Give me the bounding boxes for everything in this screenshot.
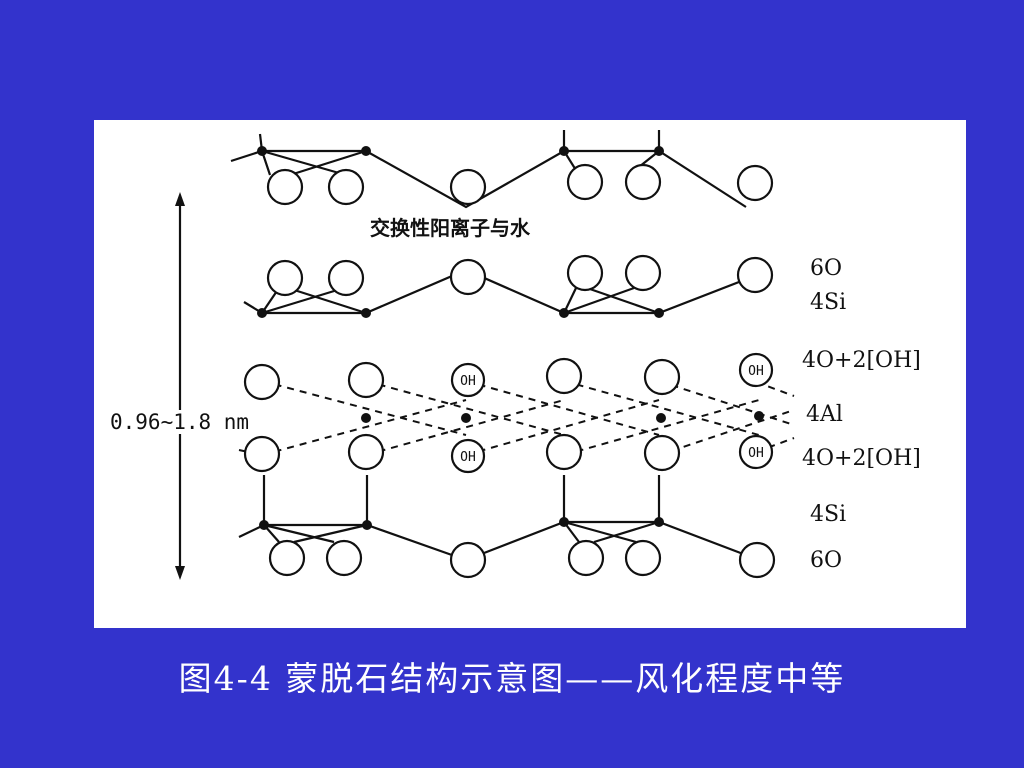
hydroxyl-label: OH [748, 364, 764, 379]
lower-tetrahedral-chain [238, 520, 760, 562]
label-lower-4o-oh: 4O+2[OH] [802, 446, 921, 471]
hydroxyl-label: OH [748, 446, 764, 461]
hydroxyl-groups [450, 352, 774, 474]
label-4al: 4Al [806, 402, 843, 427]
oxygen-atoms [243, 163, 776, 579]
hydroxyl-label: OH [460, 374, 476, 389]
figure-caption: 图4-4 蒙脱石结构示意图——风化程度中等 [178, 659, 846, 698]
thickness-label: 0.96~1.8 nm [108, 410, 252, 434]
label-upper-4o-oh: 4O+2[OH] [802, 348, 921, 373]
label-lower-4si: 4Si [810, 502, 847, 527]
exchange-cations-label: 交换性阳离子与水 [370, 216, 530, 240]
label-upper-4si: 4Si [810, 290, 847, 315]
cation-dots [257, 146, 764, 530]
upper-tetrahedral-chain [243, 268, 771, 315]
montmorillonite-structure-diagram: OH OH OH OH [175, 130, 795, 580]
label-lower-6o: 6O [810, 548, 843, 573]
label-upper-6o: 6O [810, 256, 843, 281]
top-tetrahedral-chain [230, 149, 747, 209]
diagram-panel: OH OH OH OH 交换性阳离子与水 0.96~1.8 nm 6O [94, 120, 966, 628]
hydroxyl-label: OH [460, 450, 476, 465]
octahedral-dashed-bonds [238, 380, 795, 456]
